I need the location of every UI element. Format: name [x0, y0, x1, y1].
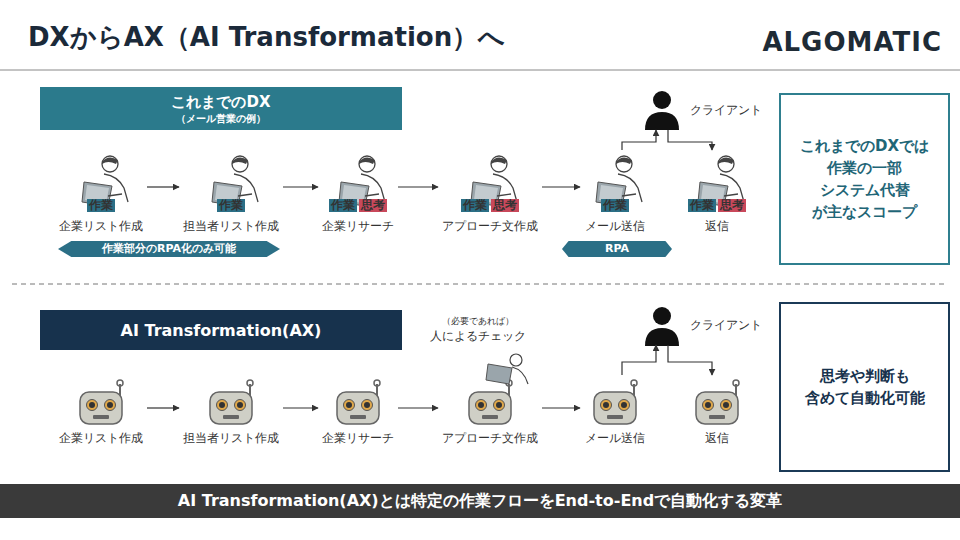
task-tag: 作業	[688, 199, 716, 212]
task-tag: 作業	[87, 199, 115, 212]
flow-arrow	[668, 130, 712, 150]
section-band: これまでのDX（メール営業の例）	[40, 87, 402, 130]
node-text: AI Transformation(AX)	[40, 321, 402, 340]
flow-arrow	[398, 407, 438, 408]
process-step: アプローチ文作成	[438, 375, 542, 446]
summary-box: 思考や判断も 含めて自動化可能	[779, 302, 950, 472]
double-arrow-fill	[562, 241, 672, 257]
node-text: クライアント	[690, 317, 762, 334]
node-text: クライアント	[690, 102, 762, 119]
process-step: 企業リスト作成作業	[55, 150, 147, 234]
process-step: 企業リサーチ	[318, 375, 398, 446]
node-text: 担当者リスト作成	[179, 430, 283, 446]
node-text: 作業部分のRPA化のみ可能	[58, 241, 280, 257]
flow-arrow	[147, 407, 179, 408]
human-check-icon	[486, 354, 528, 384]
note-text: 人によるチェック	[430, 328, 526, 345]
note-text: （必要であれば）	[442, 315, 514, 328]
client-node: クライアント	[640, 90, 775, 130]
node-text: 思考	[359, 199, 387, 212]
node-text: 作業	[217, 199, 245, 212]
company-logo: ALGOMATIC	[762, 27, 942, 57]
node-text: 企業リスト作成	[55, 218, 147, 234]
thinking-tag: 思考	[491, 199, 519, 212]
flow-arrow	[622, 130, 656, 150]
section-divider	[12, 284, 945, 285]
node-text: アプローチ文作成	[438, 218, 542, 234]
process-step: メール送信作業	[580, 150, 650, 234]
node-text: 作業	[461, 199, 489, 212]
task-tag: 作業	[601, 199, 629, 212]
worker-icons	[82, 156, 744, 206]
node-text: 返信	[682, 430, 752, 446]
summary-box: これまでのDXでは 作業の一部 システム代替 が主なスコープ	[779, 93, 950, 265]
robot-icons	[80, 380, 739, 424]
flow-arrow	[622, 345, 656, 375]
node-text: 思考	[491, 199, 519, 212]
flow-arrow	[542, 407, 580, 408]
node-text: これまでのDX	[40, 93, 402, 112]
node-text: （メール営業の例）	[40, 112, 402, 125]
process-step: 返信	[682, 375, 752, 446]
node-text: 企業リスト作成	[55, 430, 147, 446]
slide-title: DXからAX（AI Transformation）へ	[28, 20, 505, 55]
node-text: これまでのDXでは 作業の一部 システム代替 が主なスコープ	[791, 135, 938, 223]
process-step: 担当者リスト作成	[179, 375, 283, 446]
section-band: AI Transformation(AX)	[40, 310, 402, 350]
node-text: 返信	[682, 218, 752, 234]
process-step: 企業リサーチ 作業思考	[318, 150, 398, 234]
node-text: メール送信	[580, 218, 650, 234]
thinking-tag: 思考	[718, 199, 746, 212]
flow-arrow	[668, 345, 712, 375]
flow-arrow	[147, 186, 179, 187]
scope-arrow-band: 作業部分のRPA化のみ可能	[58, 241, 280, 257]
flow-arrow	[542, 186, 580, 187]
process-step: アプローチ文作成 作業思考	[438, 150, 542, 234]
node-text: 作業	[87, 199, 115, 212]
flow-arrow	[283, 407, 318, 408]
node-text: RPA	[562, 241, 672, 257]
process-step: 返信 作業思考	[682, 150, 752, 234]
flow-arrow	[398, 186, 438, 187]
node-text: 企業リサーチ	[318, 430, 398, 446]
node-text: 企業リサーチ	[318, 218, 398, 234]
header-rule	[0, 70, 960, 71]
task-tag: 作業	[461, 199, 489, 212]
task-tag: 作業	[329, 199, 357, 212]
node-text: 思考や判断も 含めて自動化可能	[791, 365, 938, 409]
node-text: 思考	[718, 199, 746, 212]
task-tag: 作業	[217, 199, 245, 212]
node-text: メール送信	[580, 430, 650, 446]
process-step: メール送信	[580, 375, 650, 446]
scope-arrow-band: RPA	[562, 241, 672, 257]
client-icons	[645, 91, 679, 346]
node-text: 作業	[688, 199, 716, 212]
node-text: アプローチ文作成	[438, 430, 542, 446]
node-text: 担当者リスト作成	[179, 218, 283, 234]
node-text: 作業	[329, 199, 357, 212]
process-step: 企業リスト作成	[55, 375, 147, 446]
client-node: クライアント	[640, 305, 775, 345]
node-text: 作業	[601, 199, 629, 212]
double-arrow-fill	[58, 241, 280, 257]
process-step: 担当者リスト作成作業	[179, 150, 283, 234]
caption-bar: AI Transformation(AX)とは特定の作業フローをEnd-to-E…	[0, 484, 960, 518]
thinking-tag: 思考	[359, 199, 387, 212]
flow-arrow	[283, 186, 318, 187]
